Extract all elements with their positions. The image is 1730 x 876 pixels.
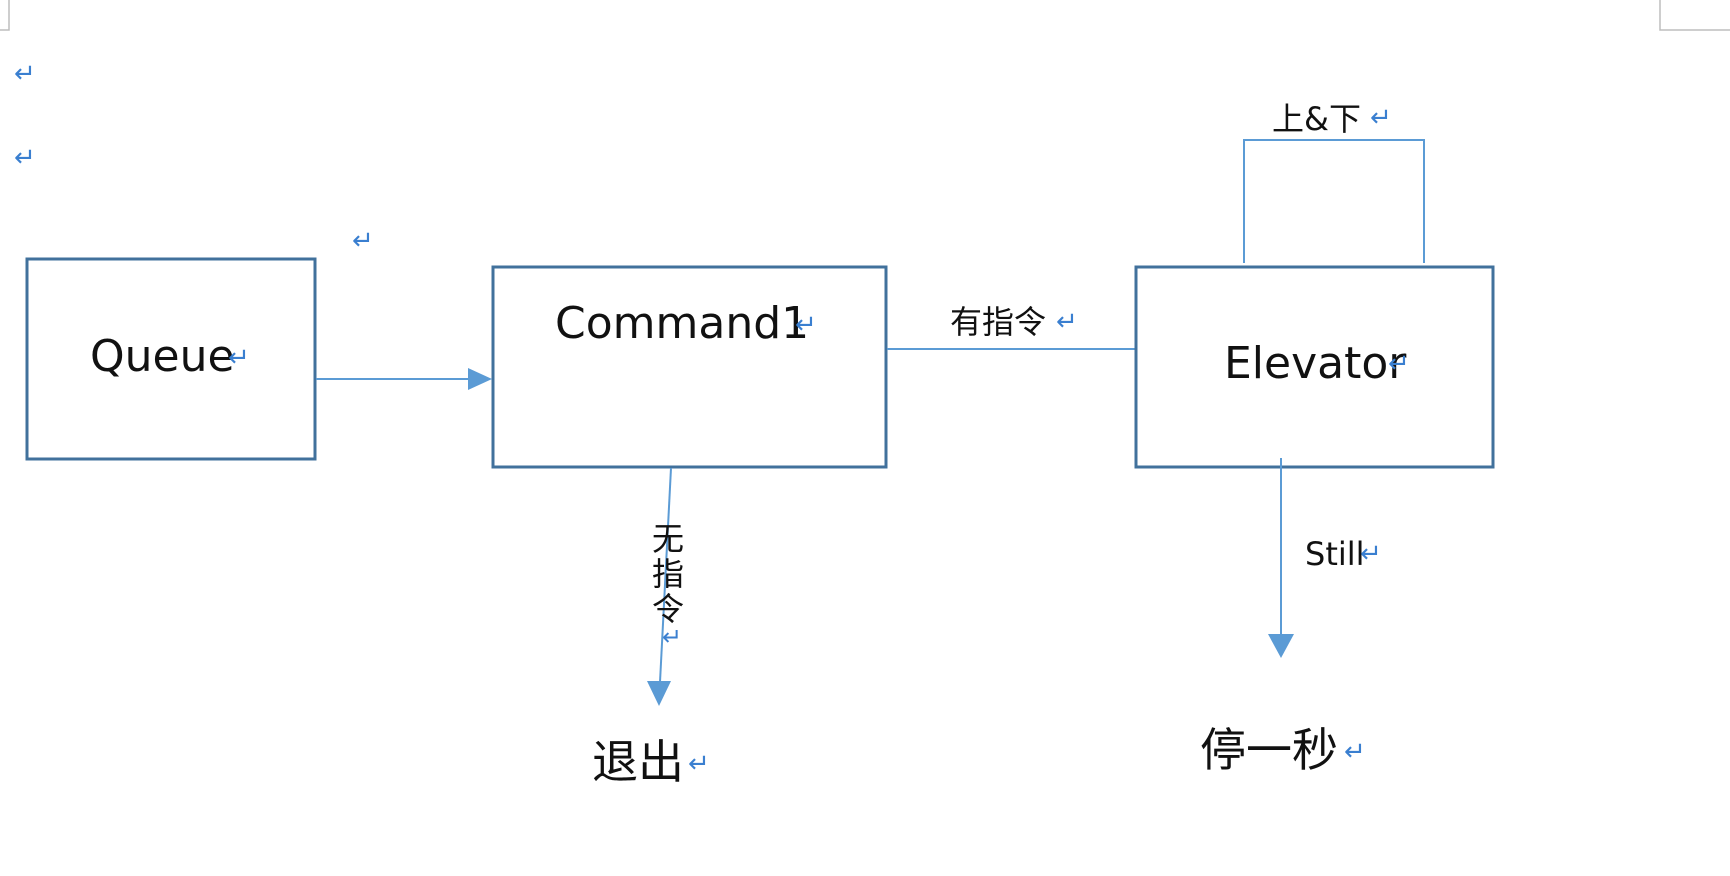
- queue-node[interactable]: Queue ↵: [25, 257, 317, 461]
- paragraph-mark: ↵: [1370, 103, 1392, 133]
- paragraph-mark: ↵: [688, 749, 710, 779]
- paragraph-mark: ↵: [795, 310, 817, 340]
- no-command-char-1: 无: [652, 520, 684, 558]
- still-label: Still: [1305, 535, 1365, 573]
- exit-label: 退出: [592, 735, 684, 789]
- has-command-label: 有指令: [950, 303, 1046, 341]
- elevator-label: Elevator: [1224, 338, 1407, 389]
- command-label: Command1: [555, 298, 809, 349]
- wait-node: 停一秒 ↵: [1200, 723, 1366, 777]
- arrowhead: [647, 681, 671, 706]
- paragraph-mark: ↵: [1056, 307, 1078, 337]
- exit-node: 退出 ↵: [592, 735, 710, 789]
- no-command-char-3: 令: [652, 590, 684, 628]
- queue-label: Queue: [90, 331, 235, 382]
- up-down-loop: 上&下 ↵: [1243, 100, 1425, 263]
- paragraph-mark: ↵: [1344, 737, 1366, 767]
- paragraph-mark: ↵: [352, 226, 374, 256]
- connector-line: [659, 467, 672, 683]
- paragraph-mark: ↵: [1388, 349, 1410, 379]
- paragraph-mark: ↵: [1360, 539, 1382, 569]
- elevator-node[interactable]: Elevator ↵: [1134, 265, 1495, 469]
- elevator-box: [1134, 265, 1495, 469]
- still-arrow: Still ↵: [1268, 458, 1382, 658]
- has-command-connector: 有指令 ↵: [887, 303, 1135, 350]
- command-node[interactable]: Command1 ↵: [491, 265, 888, 469]
- up-down-label: 上&下: [1272, 100, 1361, 138]
- no-command-arrow: 无 指 令 ↵: [647, 467, 684, 706]
- paragraph-mark: ↵: [14, 59, 36, 89]
- queue-box: [25, 257, 317, 461]
- page-corner-mark-right: [1659, 0, 1730, 31]
- no-command-char-2: 指: [652, 555, 684, 593]
- paragraph-mark: ↵: [662, 623, 682, 651]
- paragraph-mark: ↵: [14, 143, 36, 173]
- loop-line: [1243, 139, 1425, 263]
- arrowhead: [1268, 634, 1294, 658]
- paragraph-mark: ↵: [228, 343, 250, 373]
- arrowhead: [468, 368, 492, 390]
- page-corner-mark-left: [0, 0, 10, 31]
- queue-to-command-arrow: [316, 368, 492, 390]
- command-box: [491, 265, 888, 469]
- wait-label: 停一秒: [1200, 723, 1338, 777]
